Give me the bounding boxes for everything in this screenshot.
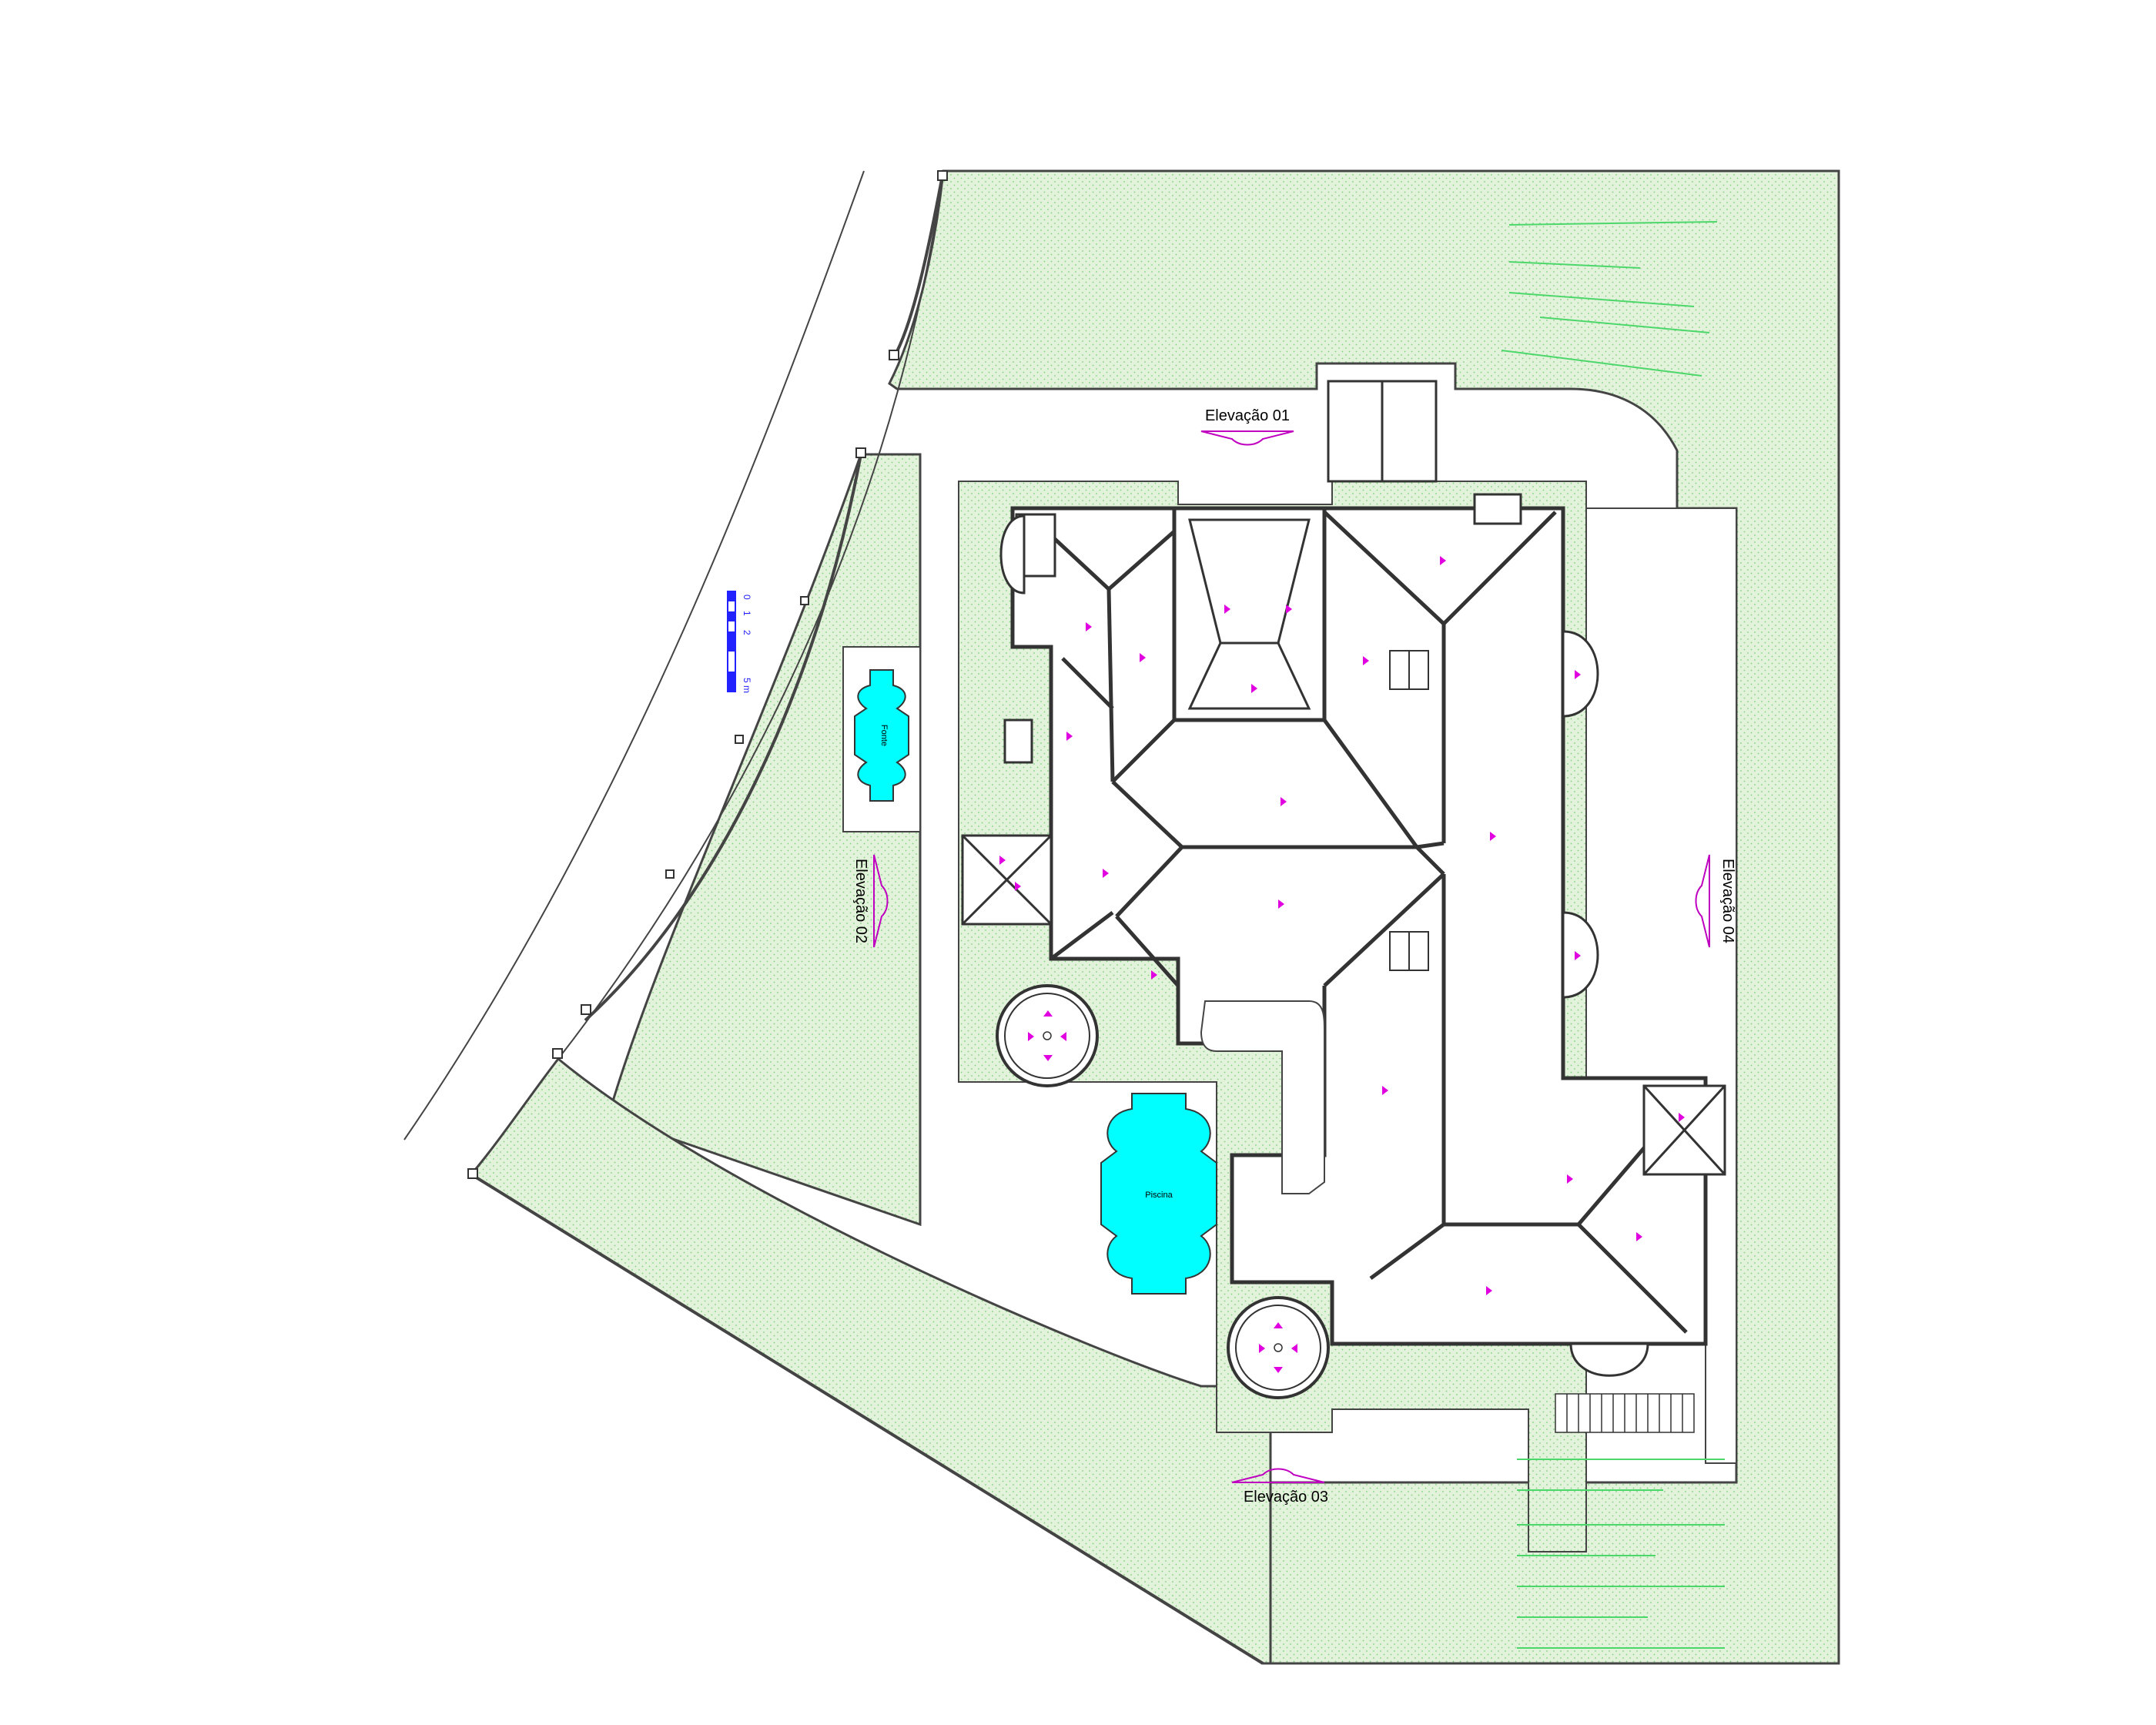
elevation-04-label: Elevação 04	[1719, 859, 1736, 943]
elevation-01-label: Elevação 01	[1205, 407, 1290, 424]
elevation-02-marker: Elevação 02	[852, 854, 889, 948]
bay-round-nw	[999, 514, 1026, 595]
road-edge-inner	[557, 170, 944, 1060]
elevation-01-marker: Elevação 01	[1200, 407, 1294, 446]
scale-tick-5m: 5 m	[742, 678, 752, 693]
lawn-south	[469, 1057, 1272, 1665]
tower-round-south-inner	[1235, 1305, 1321, 1391]
wall-curved	[584, 454, 862, 1022]
bay-round-e1	[1562, 630, 1599, 718]
round-bays	[999, 514, 1649, 1377]
tower-round-west	[996, 984, 1099, 1087]
lawn-stripes-north	[1501, 221, 1718, 377]
hip-ridges	[1050, 511, 1688, 1334]
road	[403, 170, 1264, 1665]
fountain-basin	[854, 669, 909, 802]
bay-ne	[1473, 493, 1522, 525]
tower-round-west-center	[1043, 1031, 1052, 1040]
scale-tick-0: 0	[742, 595, 752, 600]
scale-tick-1: 1	[742, 611, 752, 616]
bay-round-e2	[1562, 911, 1599, 999]
tower-round-west-inner	[1004, 993, 1090, 1079]
stairs	[1555, 1393, 1695, 1433]
bay-round-s	[1569, 1342, 1649, 1377]
tower-north	[1172, 506, 1327, 722]
elevation-03-label: Elevação 03	[1244, 1489, 1328, 1506]
scale-tick-2: 2	[742, 630, 752, 635]
skylights	[1389, 650, 1429, 971]
elevation-04-marker: Elevação 04	[1695, 854, 1736, 948]
boundary-posts	[467, 170, 948, 1179]
elevation-markers: Elevação 01 Elevação 02 Elevação 03 Elev…	[852, 407, 1736, 1506]
scale-bar: 0 1 2 5 m	[727, 591, 752, 693]
pool-basin	[1100, 1093, 1217, 1295]
water-features: Fonte Piscina	[842, 646, 1325, 1295]
round-towers	[996, 984, 1330, 1399]
bay-w2	[1003, 718, 1033, 764]
elevation-02-label: Elevação 02	[852, 859, 869, 943]
pool-deck-path	[1200, 1000, 1325, 1194]
road-edge-outer	[403, 170, 865, 1141]
tower-north-base	[1187, 641, 1311, 710]
roof-pitch-markers	[999, 556, 1685, 1373]
pool-label: Piscina	[1145, 1191, 1173, 1200]
tower-round-south-center	[1274, 1343, 1283, 1352]
lawn-stripes-south	[1517, 1459, 1725, 1649]
elevation-03-marker: Elevação 03	[1231, 1468, 1328, 1506]
tower-round-south	[1227, 1296, 1330, 1399]
fountain-label: Fonte	[879, 725, 889, 746]
wall-south	[470, 1173, 1264, 1665]
roof-plan	[961, 380, 1726, 1399]
wall-north-west	[893, 170, 945, 357]
lawn-west	[607, 453, 922, 1227]
